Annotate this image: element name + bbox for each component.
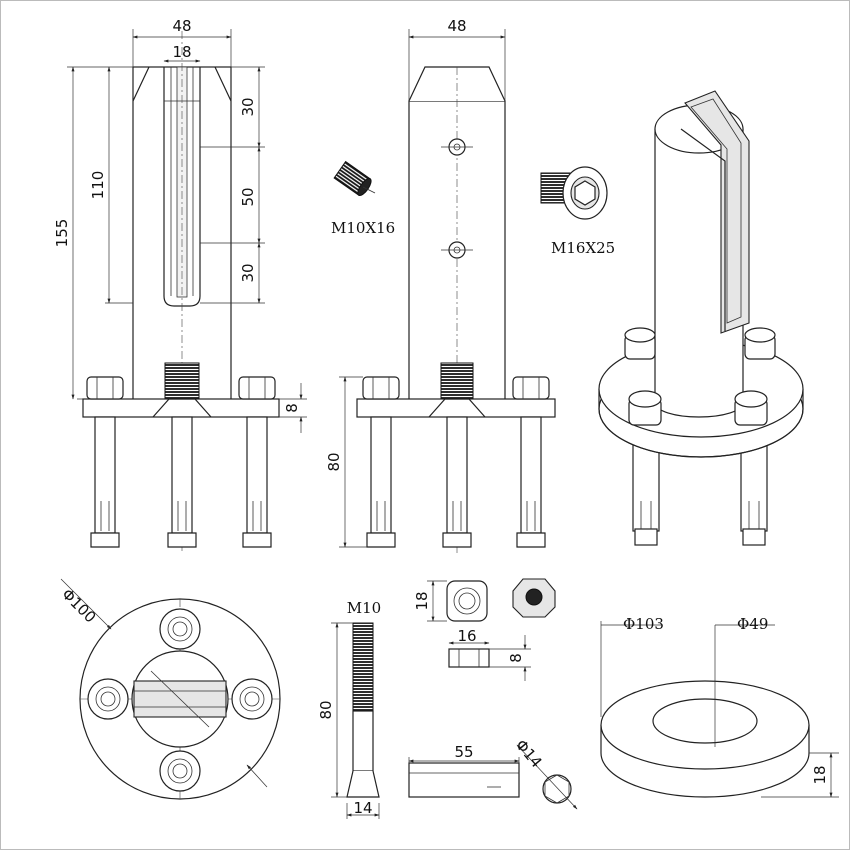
side-view: 48 80 (325, 17, 556, 553)
dim-plate-diameter: Φ100 (58, 585, 99, 626)
dim-cover-inner: Φ49 (737, 615, 768, 633)
plan-bolt-top (159, 608, 201, 650)
dim-hole-top: 30 (239, 97, 257, 116)
front-anchor-center (167, 416, 197, 548)
front-nut-right (238, 376, 276, 400)
dim-cover-height: 18 (811, 765, 829, 784)
dim-plate-thickness: 8 (283, 403, 301, 413)
dim-nut-width: 16 (457, 627, 476, 645)
dim-hole-spacing: 50 (239, 187, 257, 206)
iso-nut-front-right (734, 390, 768, 426)
isometric-view (598, 90, 804, 546)
dim-bolt-width: 14 (353, 799, 372, 817)
front-threaded-stud (164, 362, 200, 404)
dim-total-height: 155 (53, 219, 71, 248)
nut-detail: 18 16 8 (413, 578, 556, 681)
dim-sleeve-length: 55 (454, 743, 473, 761)
dim-hole-bottom: 30 (239, 263, 257, 282)
dim-side-width: 48 (447, 17, 466, 35)
front-nut-left (86, 376, 124, 400)
bolt-label: M10 (347, 599, 381, 617)
iso-nut-back-left (624, 327, 656, 360)
plan-bolt-bottom (159, 750, 201, 792)
set-screw-m10x16: M10X16 (331, 160, 395, 237)
dim-bolt-length: 80 (317, 700, 335, 719)
cap-screw-m16x25: M16X25 (540, 166, 615, 257)
front-anchor-left (90, 416, 120, 548)
cover-ring: Φ103 Φ49 18 (600, 615, 839, 798)
dim-front-width: 48 (172, 17, 191, 35)
iso-nut-back-right (744, 327, 776, 360)
dim-nut-height: 18 (413, 591, 431, 610)
sleeve-detail: 55 Φ14 (408, 736, 578, 810)
dim-nut-thickness: 8 (507, 653, 525, 663)
side-base-plate (356, 398, 556, 418)
plan-view: Φ100 (58, 578, 281, 800)
front-view: 48 18 155 110 30 50 30 8 (53, 17, 307, 553)
cap-screw-label: M16X25 (551, 239, 615, 257)
dim-post-height: 110 (89, 171, 107, 200)
front-anchor-right (242, 416, 272, 548)
set-screw-label: M10X16 (331, 219, 395, 237)
plan-bolt-right (231, 678, 273, 720)
bolt-m10: 80 M10 14 (317, 599, 381, 819)
dim-cover-outer: Φ103 (623, 615, 664, 633)
dim-anchor-length: 80 (325, 452, 343, 471)
front-base-plate (82, 398, 280, 418)
cover-inner-hole (652, 698, 758, 744)
iso-nut-front-left (628, 390, 662, 426)
plan-bolt-left (87, 678, 129, 720)
dim-slot-width: 18 (172, 43, 191, 61)
